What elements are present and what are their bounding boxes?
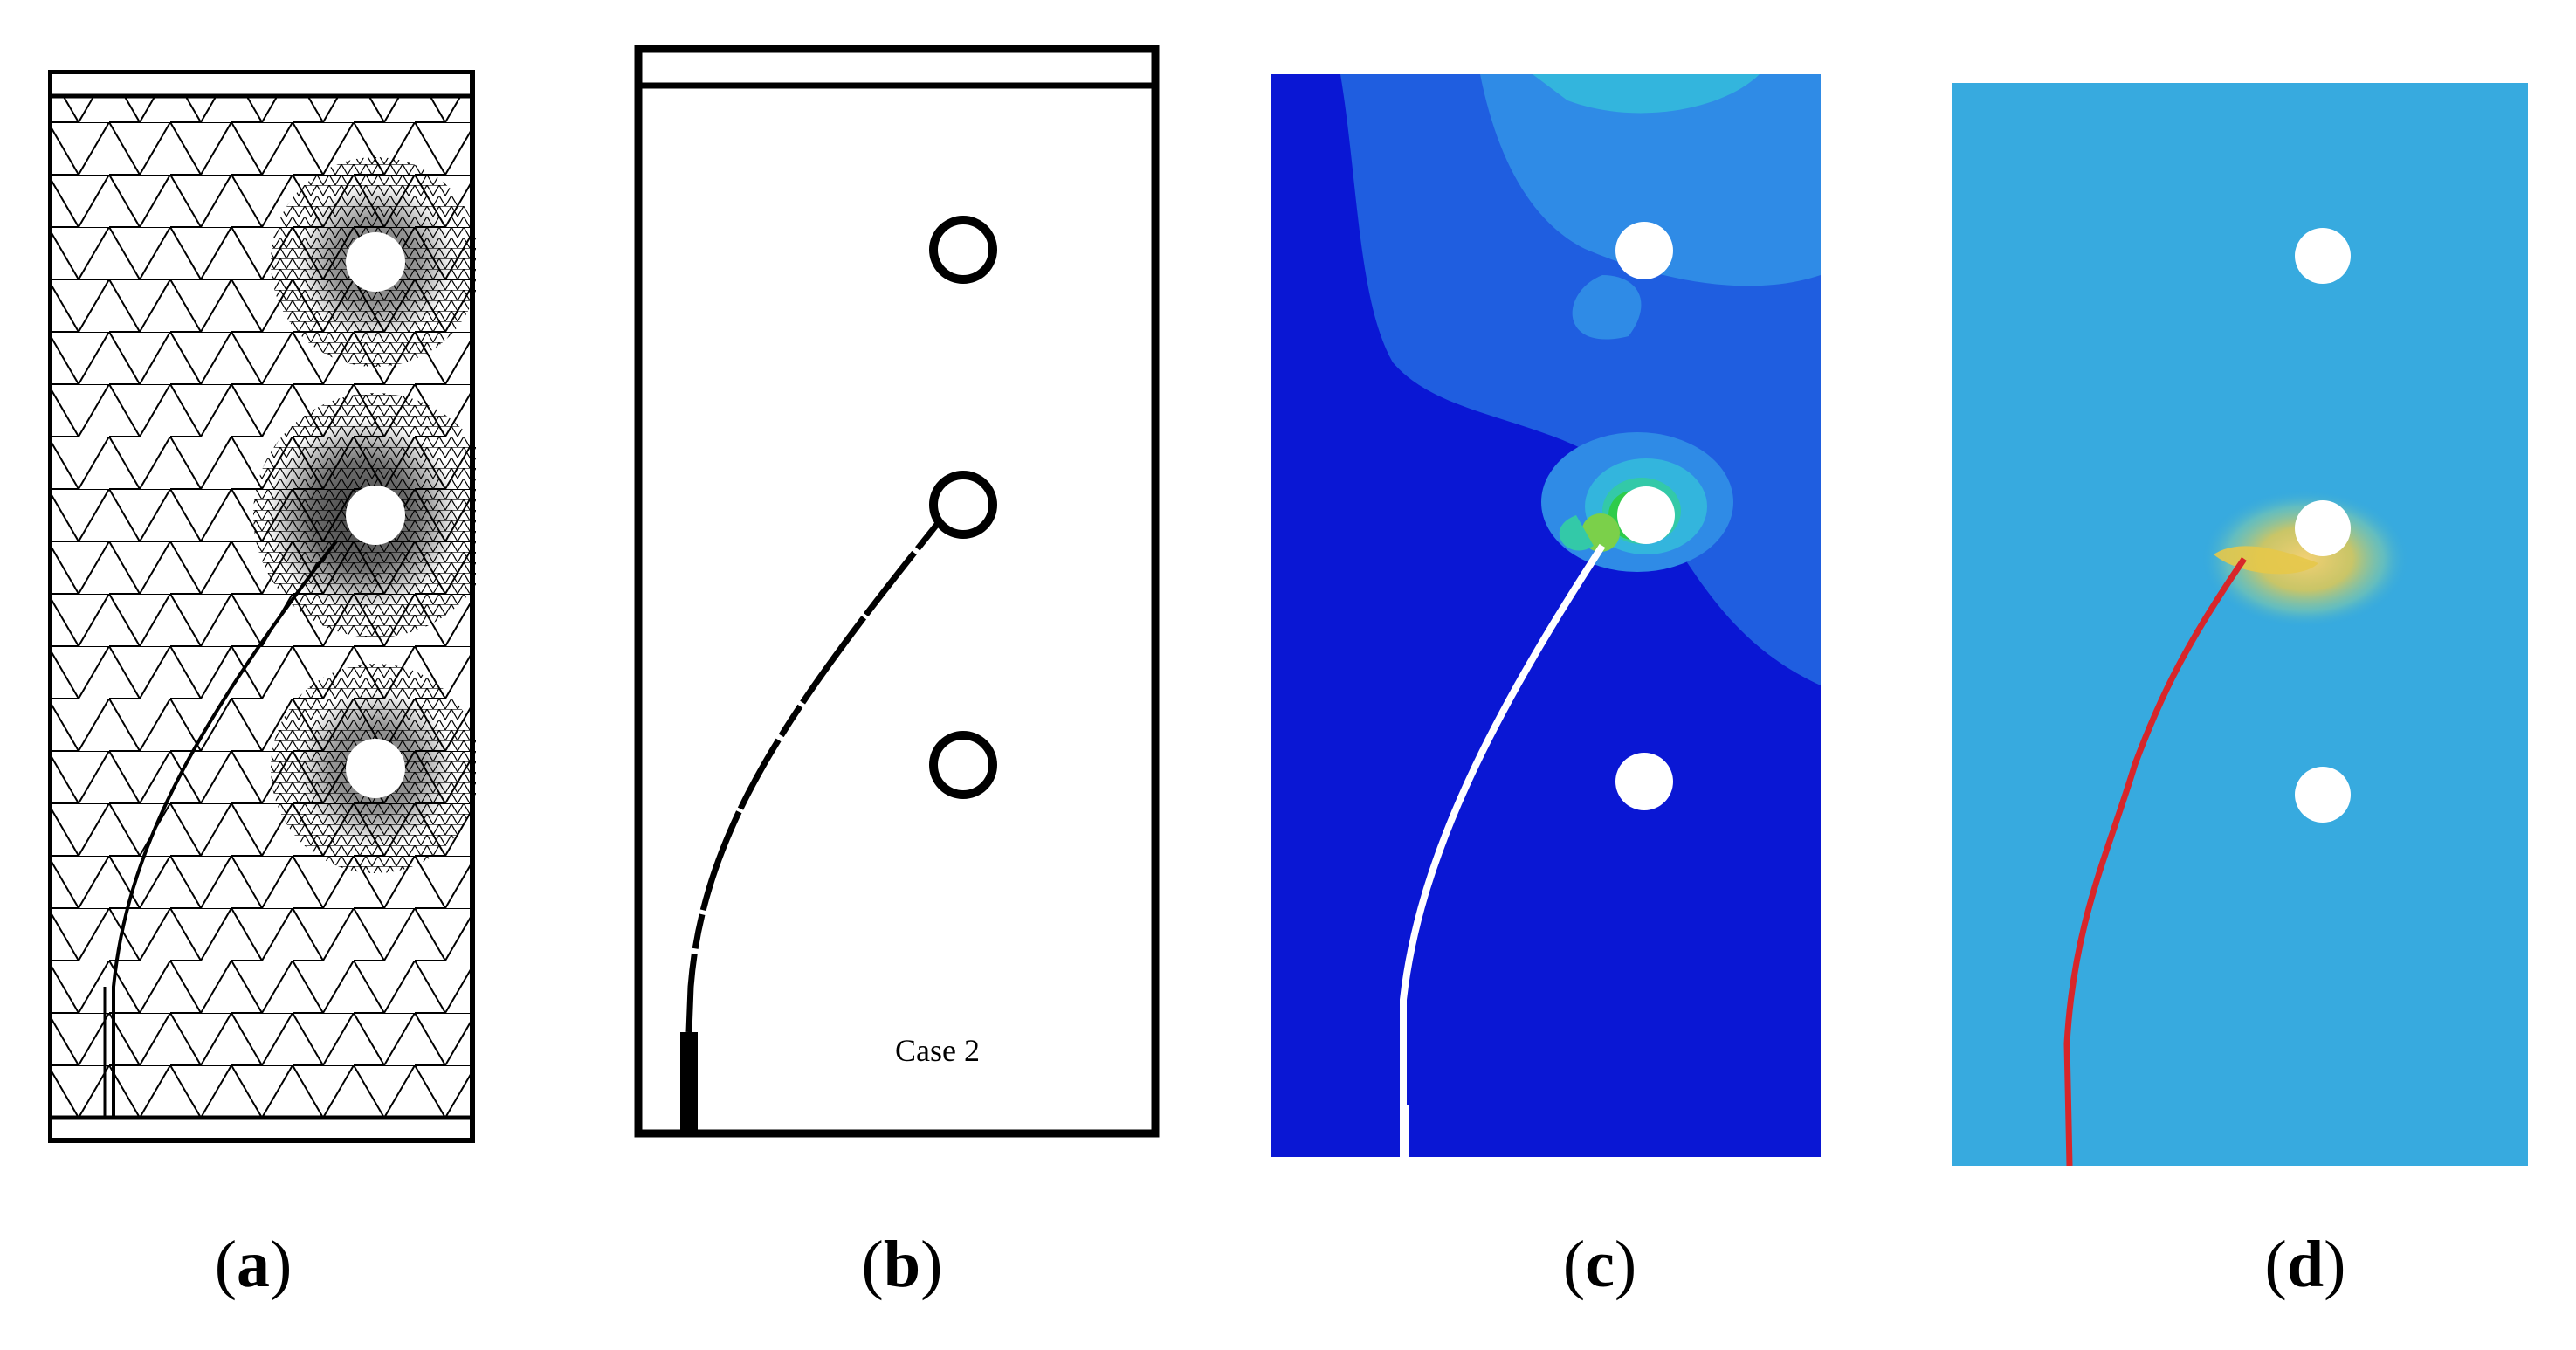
case-label: Case 2	[895, 1033, 980, 1068]
hole-top	[1615, 222, 1673, 279]
contour-diagram	[1271, 74, 1821, 1157]
mesh-diagram	[48, 70, 476, 1143]
hole-middle	[1617, 486, 1675, 544]
specimen-border	[634, 45, 1160, 1138]
initial-notch	[680, 1032, 698, 1130]
field-background	[1952, 83, 2528, 1166]
caption-a: (a)	[214, 1228, 293, 1301]
panel-c-contour	[1271, 74, 1821, 1157]
crack-path	[112, 540, 338, 1118]
hole-bottom	[346, 739, 405, 798]
panel-a-mesh	[48, 70, 476, 1144]
panel-d-contour	[1952, 83, 2528, 1166]
crack-path	[1400, 543, 1606, 1157]
hole-top	[929, 216, 997, 284]
field-diagram	[1952, 83, 2528, 1166]
experiment-diagram: Case 2	[634, 45, 1160, 1138]
caption-b: (b)	[861, 1228, 943, 1301]
hole-bottom	[2295, 767, 2351, 823]
hole-top	[346, 232, 405, 292]
hole-middle	[929, 471, 997, 539]
crack-path	[685, 520, 941, 1033]
hole-bottom	[929, 731, 997, 799]
crack-path	[2063, 557, 2247, 1166]
panel-b-experiment: Case 2	[633, 44, 1161, 1144]
hole-middle	[346, 486, 405, 545]
caption-c: (c)	[1562, 1228, 1637, 1301]
hole-top	[2295, 228, 2351, 284]
hole-middle	[2295, 500, 2351, 556]
caption-d: (d)	[2264, 1228, 2346, 1301]
contour-levels	[1340, 74, 1821, 685]
hole-bottom	[1615, 753, 1673, 810]
